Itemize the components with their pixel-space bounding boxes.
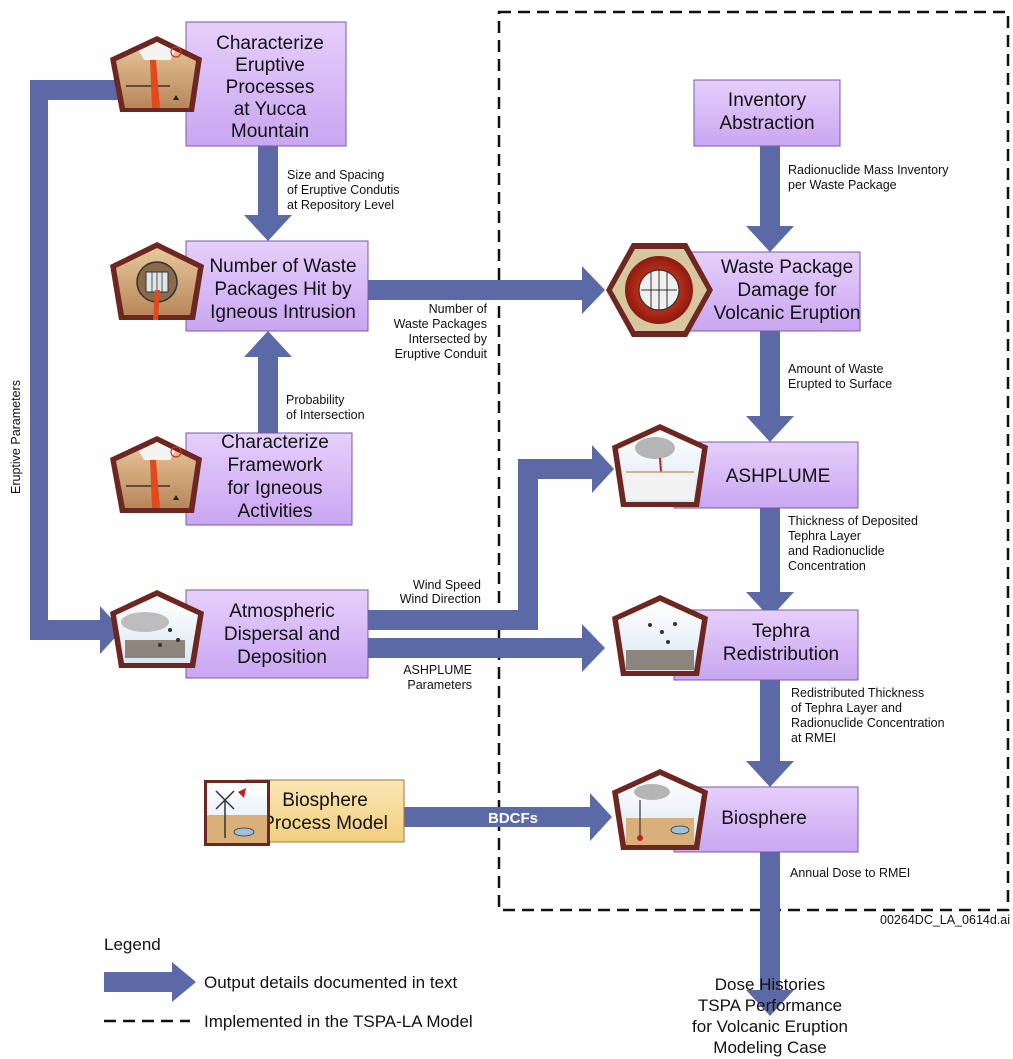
volcano-framework-icon (110, 436, 202, 513)
label-bdcfs: BDCFs (488, 810, 538, 827)
biosphere-icon (612, 769, 708, 850)
box-ashplume-label: ASHPLUME (726, 466, 831, 487)
arrow-annual-dose (746, 852, 794, 1016)
box-framework[interactable] (185, 432, 353, 526)
waste-package-damage-icon (606, 243, 713, 337)
box-inventory-abstraction[interactable] (693, 79, 841, 147)
arrow-amount (746, 331, 794, 442)
legend-title: Legend (104, 935, 161, 954)
arrow-ashplume-params (368, 624, 605, 672)
box-biosphere-label: Biosphere (721, 808, 807, 829)
arrow-redistributed (746, 680, 794, 787)
arrow-wind (368, 445, 614, 630)
arrow-size-spacing (244, 146, 292, 241)
file-id: 00264DC_LA_0614d.ai (880, 913, 1010, 927)
label-eruptive-params: Eruptive Parameters (9, 380, 23, 494)
box-atmospheric-dispersal[interactable] (185, 589, 369, 679)
tephra-icon (612, 595, 708, 676)
arrow-bdcfs (404, 793, 612, 841)
arrow-inventory (746, 146, 794, 252)
windmill-well-icon (204, 780, 270, 846)
legend-dashed-text: Implemented in the TSPA-LA Model (204, 1012, 473, 1031)
arrow-thickness (746, 508, 794, 618)
box-eruptive-processes[interactable] (185, 21, 347, 147)
tspa-boundary (497, 10, 1010, 912)
box-waste-packages-hit[interactable] (185, 240, 369, 332)
arrows (30, 80, 794, 1016)
arrow-num-intersected (368, 266, 605, 314)
waste-package-icon (110, 242, 204, 320)
ash-dispersal-icon (110, 590, 204, 668)
label-annual-dose: Annual Dose to RMEI (790, 866, 910, 880)
arrow-eruptive-params (30, 80, 185, 654)
legend-arrow-icon (104, 962, 196, 1002)
legend-arrow-text: Output details documented in text (204, 973, 458, 992)
ash-plume-icon (612, 424, 708, 507)
volcano-icon (110, 36, 202, 112)
arrow-probability (244, 331, 292, 433)
